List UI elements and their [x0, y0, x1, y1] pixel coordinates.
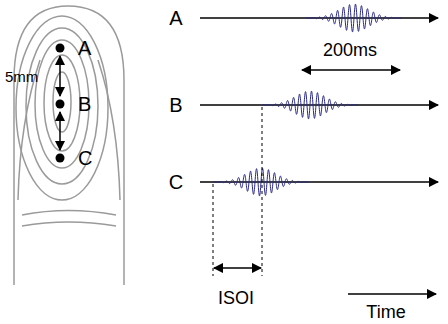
point-label: C — [78, 148, 92, 168]
finger-crease — [22, 211, 116, 216]
distance-label: 5mm — [5, 69, 38, 84]
ridge-line — [98, 60, 120, 200]
point-label: B — [78, 94, 91, 114]
stimulus-point — [56, 100, 65, 109]
duration-label: 200ms — [323, 41, 377, 59]
onset-guide — [262, 107, 263, 276]
channel-label: B — [169, 95, 182, 115]
channel-label: C — [169, 172, 183, 192]
onset-guide — [213, 184, 214, 276]
ridge-line — [44, 55, 80, 151]
finger-drawing — [14, 6, 124, 285]
duration-arrow — [302, 69, 400, 71]
time-arrow — [348, 293, 436, 295]
ridge-line — [26, 28, 98, 184]
ridge-line — [53, 72, 71, 132]
vibration-burst — [213, 168, 309, 196]
vibration-bursts — [213, 4, 402, 196]
axis-label: Time — [366, 303, 405, 321]
isoi-label: ISOI — [218, 289, 254, 307]
point-label: A — [78, 38, 91, 58]
channel-label: A — [169, 8, 182, 28]
distance-arrow — [59, 112, 61, 150]
finger-crease — [22, 222, 116, 226]
stimulus-point — [56, 154, 65, 163]
vibration-burst — [262, 91, 358, 119]
isoi-arrow — [214, 267, 261, 269]
time-axis — [200, 181, 438, 183]
finger-outline — [14, 6, 124, 285]
ridge-line — [16, 16, 108, 200]
stimulus-point — [56, 44, 65, 53]
vibration-burst — [306, 4, 402, 32]
distance-arrow — [59, 56, 61, 96]
